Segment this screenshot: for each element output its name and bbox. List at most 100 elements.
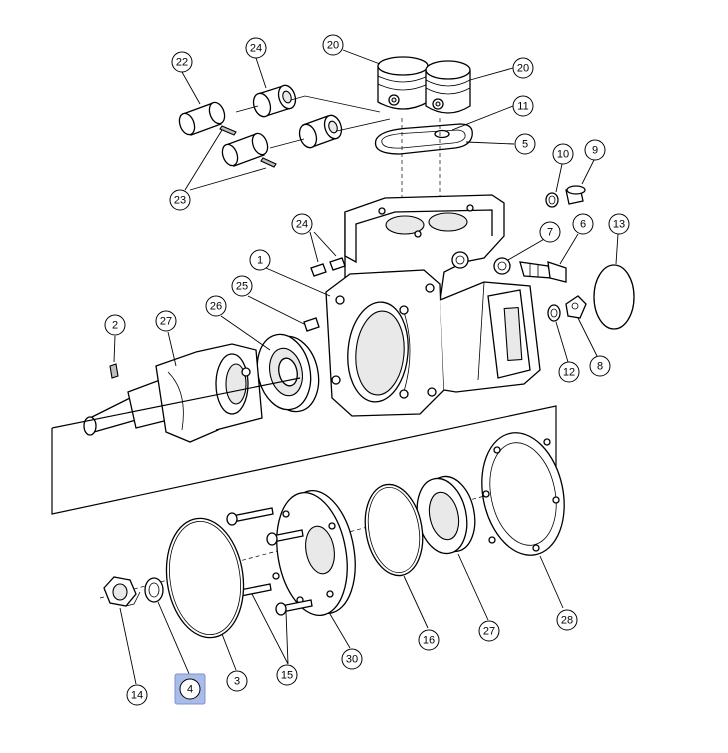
oil-seal-27 [416, 475, 476, 555]
o-ring-10 [545, 192, 559, 208]
callout-4[interactable]: 4 [174, 673, 206, 705]
bushing-upper [252, 84, 297, 118]
callout-circle [169, 189, 191, 211]
callout-24[interactable]: 24 [291, 213, 313, 235]
callout-circle [478, 620, 500, 642]
crankshaft [83, 343, 263, 443]
callout-8[interactable]: 8 [589, 355, 611, 377]
callout-label: 13 [613, 219, 625, 231]
washer-4 [144, 577, 164, 603]
callout-circle [276, 664, 298, 686]
wrist-pin-upper [178, 101, 226, 136]
callout-label: 16 [423, 635, 435, 647]
callout-27[interactable]: 27 [478, 620, 500, 642]
callout-circle [231, 275, 253, 297]
callout-24[interactable]: 24 [245, 37, 267, 59]
callout-label: 7 [547, 227, 553, 239]
callout-circle [341, 648, 363, 670]
callout-10[interactable]: 10 [552, 143, 574, 165]
callout-7[interactable]: 7 [539, 221, 561, 243]
cap-screw-d [275, 599, 313, 616]
retaining-clip-upper [219, 125, 237, 136]
callout-label: 20 [517, 63, 529, 75]
callout-3[interactable]: 3 [226, 670, 248, 692]
callout-label: 20 [327, 40, 339, 52]
callout-2[interactable]: 2 [104, 314, 126, 336]
callout-label: 27 [160, 316, 172, 328]
callout-circle [226, 670, 248, 692]
callout-6[interactable]: 6 [572, 213, 594, 235]
o-ring-16 [364, 483, 424, 577]
callout-label: 24 [250, 43, 262, 55]
callout-23[interactable]: 23 [169, 189, 191, 211]
callout-circle [558, 361, 580, 383]
callout-label: 8 [597, 361, 603, 373]
callout-circle [514, 133, 536, 155]
o-ring-7 [493, 257, 511, 275]
callout-28[interactable]: 28 [556, 609, 578, 631]
callout-label: 12 [563, 367, 575, 379]
callout-label: 4 [187, 684, 193, 696]
cap-screw-c [266, 529, 304, 546]
callout-5[interactable]: 5 [514, 133, 536, 155]
piston-left [377, 56, 429, 110]
callout-label: 30 [346, 654, 358, 666]
callout-label: 1 [257, 255, 263, 267]
callout-label: 25 [236, 281, 248, 293]
callout-13[interactable]: 13 [608, 213, 630, 235]
locating-pin-c [303, 317, 320, 332]
callout-9[interactable]: 9 [584, 139, 606, 161]
callout-14[interactable]: 14 [126, 684, 148, 706]
bushing-lower [298, 114, 343, 149]
locating-pin-b [329, 257, 346, 271]
callout-label: 23 [174, 195, 186, 207]
callout-label: 14 [131, 690, 143, 702]
locating-pin-a [310, 263, 327, 277]
callout-circle [245, 37, 267, 59]
callout-label: 27 [483, 626, 495, 638]
plug-9 [565, 185, 586, 205]
callout-label: 5 [522, 139, 528, 151]
callout-label: 10 [557, 149, 569, 161]
callout-circle [556, 609, 578, 631]
callout-11[interactable]: 11 [512, 95, 534, 117]
callout-25[interactable]: 25 [231, 275, 253, 297]
callout-15[interactable]: 15 [276, 664, 298, 686]
callout-label: 22 [176, 57, 188, 69]
callout-12[interactable]: 12 [558, 361, 580, 383]
callout-circle [155, 310, 177, 332]
o-ring-3 [165, 517, 245, 639]
shaft-key [109, 363, 119, 379]
callout-label: 6 [580, 219, 586, 231]
callout-circle [205, 295, 227, 317]
callout-circle [584, 139, 606, 161]
callout-26[interactable]: 26 [205, 295, 227, 317]
callout-circle [608, 213, 630, 235]
pump-housing [325, 194, 541, 417]
bearing-cover-30 [268, 490, 356, 616]
callout-16[interactable]: 16 [418, 629, 440, 651]
hex-nut-14 [103, 576, 141, 607]
o-ring-13 [593, 264, 635, 330]
callout-20[interactable]: 20 [322, 34, 344, 56]
callout-30[interactable]: 30 [341, 648, 363, 670]
callout-20[interactable]: 20 [512, 57, 534, 79]
callout-1[interactable]: 1 [249, 249, 271, 271]
callout-circle [171, 51, 193, 73]
piston-right [425, 60, 471, 114]
wrist-pin-lower [221, 132, 269, 167]
callout-label: 2 [112, 320, 118, 332]
callout-circle [512, 57, 534, 79]
cap-screw-a [226, 507, 274, 526]
callout-22[interactable]: 22 [171, 51, 193, 73]
callout-label: 9 [592, 145, 598, 157]
retaining-clip-lower [260, 157, 277, 168]
callout-circle [104, 314, 126, 336]
callout-27[interactable]: 27 [155, 310, 177, 332]
callout-label: 26 [210, 301, 222, 313]
callout-circle [512, 95, 534, 117]
assembly-frame [51, 377, 557, 515]
cover-gasket-28 [481, 432, 565, 556]
callout-circle [589, 355, 611, 377]
bearing-seal-26 [256, 333, 320, 413]
